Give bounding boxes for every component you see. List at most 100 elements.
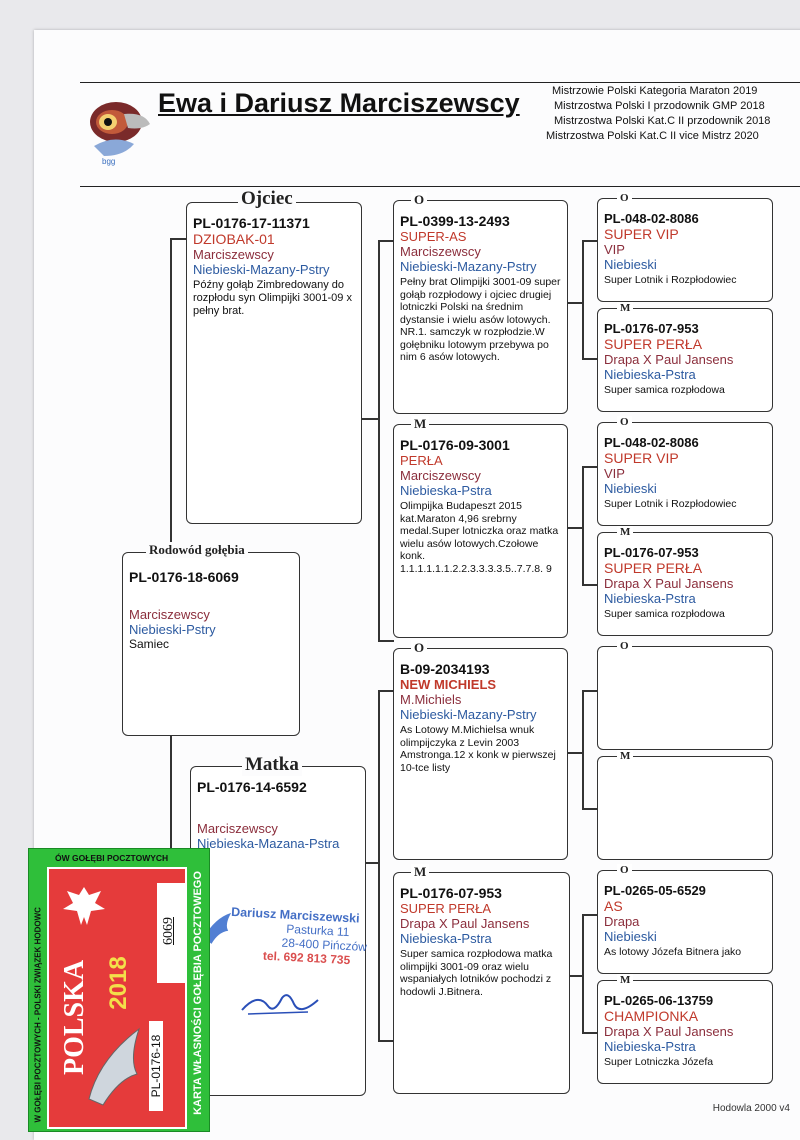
ggp-name: SUPER VIP [604, 226, 679, 242]
mf-sex-label: O [411, 640, 428, 656]
ggp-ring: PL-0265-06-13759 [604, 993, 714, 1008]
connector [582, 914, 584, 1032]
subject-card[interactable]: PL-0176-18-6069 Marciszewscy Niebieski-P… [122, 552, 300, 736]
connector [582, 240, 598, 242]
fm-description: Olimpijka Budapeszt 2015 kat.Maraton 4,9… [400, 500, 559, 575]
ggp-card-empty[interactable] [597, 756, 773, 860]
ownership-card: ÓW GOŁĘBI POCZTOWYCH W GOŁĘBI POCZTOWYCH… [28, 848, 210, 1132]
ggp-ring: PL-0176-07-953 [604, 321, 699, 336]
card-left-label: W GOŁĘBI POCZTOWYCH - POLSKI ZWIĄZEK HOD… [33, 907, 43, 1123]
card-side-strip: KARTA WŁASNOŚCI GOŁĘBIA POCZTOWEGO [187, 867, 209, 1129]
ggp-sex-label: M [617, 750, 634, 762]
mother-card[interactable]: PL-0176-14-6592 Marciszewscy Niebieska-M… [190, 766, 366, 1096]
connector [582, 466, 598, 468]
pigeon-silhouette-icon [88, 1027, 140, 1106]
mother-breeder: Marciszewscy [197, 821, 278, 836]
connector [170, 238, 172, 553]
ggp-sex-label: M [617, 526, 634, 538]
ff-ring: PL-0399-13-2493 [400, 213, 510, 229]
ff-color: Niebieski-Mazany-Pstry [400, 259, 537, 274]
ggp-color: Niebieska-Pstra [604, 591, 696, 606]
connector [378, 640, 394, 642]
subject-color: Niebieski-Pstry [129, 622, 216, 637]
header-rule-bottom [80, 186, 800, 187]
fm-ring: PL-0176-09-3001 [400, 437, 510, 453]
ggp-card-empty[interactable] [597, 646, 773, 750]
subject-ring: PL-0176-18-6069 [129, 569, 239, 585]
card-year: 2018 [105, 956, 132, 1010]
connector [568, 527, 582, 529]
card-left-text: W GOŁĘBI POCZTOWYCH - POLSKI ZWIĄZEK HOD… [31, 871, 45, 1129]
ggp-description: As lotowy Józefa Bitnera jako [604, 946, 742, 958]
father-father-card[interactable]: PL-0399-13-2493 SUPER-AS Marciszewscy Ni… [393, 200, 568, 414]
ggp-card[interactable]: PL-048-02-8086 SUPER VIP VIP Niebieski S… [597, 422, 773, 526]
ggp-sex-label: O [617, 864, 632, 876]
ggp-name: SUPER PERŁA [604, 560, 703, 576]
connector [568, 302, 582, 304]
ggp-ring: PL-0176-07-953 [604, 545, 699, 560]
connector [582, 240, 584, 358]
achievement: Mistrzowie Polski Kategoria Maraton 2019 [552, 85, 758, 97]
connector [582, 690, 584, 808]
ggp-description: Super samica rozpłodowa [604, 608, 725, 620]
mother-father-card[interactable]: B-09-2034193 NEW MICHIELS M.Michiels Nie… [393, 648, 568, 860]
connector [364, 862, 378, 864]
ff-name: SUPER-AS [400, 229, 467, 244]
connector [568, 975, 582, 977]
mm-breeder: Drapa X Paul Jansens [400, 916, 530, 931]
mm-color: Niebieska-Pstra [400, 931, 492, 946]
ggp-ring: PL-048-02-8086 [604, 211, 699, 226]
card-ring: PL-0176-18 [149, 1021, 163, 1111]
ff-description: Pełny brat Olimpijki 3001-09 super gołąb… [400, 276, 561, 363]
father-label: Ojciec [238, 188, 296, 210]
ggp-sex-label: O [617, 192, 632, 204]
father-mother-card[interactable]: PL-0176-09-3001 PERŁA Marciszewscy Niebi… [393, 424, 568, 638]
ggp-color: Niebieski [604, 481, 657, 496]
ggp-ring: PL-0265-05-6529 [604, 883, 706, 898]
ggp-breeder: VIP [604, 466, 625, 481]
page-title: Ewa i Dariusz Marciszewscy [158, 88, 520, 118]
subject-breeder: Marciszewscy [129, 607, 210, 622]
connector [582, 358, 598, 360]
ggp-sex-label: O [617, 416, 632, 428]
ggp-name: SUPER PERŁA [604, 336, 703, 352]
connector [582, 1032, 598, 1034]
ggp-breeder: VIP [604, 242, 625, 257]
ff-breeder: Marciszewscy [400, 244, 481, 259]
ggp-description: Super Lotnik i Rozpłodowiec [604, 498, 737, 510]
ggp-description: Super Lotnik i Rozpłodowiec [604, 274, 737, 286]
ggp-card[interactable]: PL-0265-06-13759 CHAMPIONKA Drapa X Paul… [597, 980, 773, 1084]
father-description: Późny gołąb Zimbredowany do rozpłodu syn… [193, 279, 352, 317]
father-card[interactable]: PL-0176-17-11371 DZIOBAK-01 Marciszewscy… [186, 202, 362, 524]
ggp-name: SUPER VIP [604, 450, 679, 466]
connector [170, 238, 188, 240]
breeder-stamp: Dariusz Marciszewski Pasturka 11 28-400 … [199, 903, 382, 968]
mf-name: NEW MICHIELS [400, 677, 497, 692]
card-side-label: KARTA WŁASNOŚCI GOŁĘBIA POCZTOWEGO [192, 871, 204, 1115]
connector [170, 735, 172, 935]
connector [378, 240, 380, 640]
ggp-card[interactable]: PL-0176-07-953 SUPER PERŁA Drapa X Paul … [597, 308, 773, 412]
ggp-sex-label: M [617, 974, 634, 986]
ggp-name: AS [604, 898, 623, 914]
mother-label: Matka [242, 754, 302, 776]
connector [582, 690, 598, 692]
card-number-box [157, 883, 187, 983]
connector [378, 1040, 394, 1042]
mother-mother-card[interactable]: PL-0176-07-953 SUPER PERŁA Drapa X Paul … [393, 872, 570, 1094]
eagle-emblem-icon [57, 881, 111, 931]
ggp-breeder: Drapa [604, 914, 640, 929]
father-name: DZIOBAK-01 [193, 231, 275, 247]
father-ring: PL-0176-17-11371 [193, 215, 310, 231]
ggp-color: Niebieska-Pstra [604, 367, 696, 382]
ggp-card[interactable]: PL-0176-07-953 SUPER PERŁA Drapa X Paul … [597, 532, 773, 636]
card-inner: POLSKA 2018 6069 PL-0176-18 [47, 867, 187, 1129]
ggp-sex-label: O [617, 640, 632, 652]
pedigree-label: Rodowód gołębia [146, 542, 248, 558]
subject-sex: Samiec [129, 637, 170, 651]
ggp-card[interactable]: PL-0265-05-6529 AS Drapa Niebieski As lo… [597, 870, 773, 974]
ggp-card[interactable]: PL-048-02-8086 SUPER VIP VIP Niebieski S… [597, 198, 773, 302]
ggp-name: CHAMPIONKA [604, 1008, 699, 1024]
header-rule-top [80, 82, 800, 83]
stamp-pigeon-icon [203, 912, 232, 944]
